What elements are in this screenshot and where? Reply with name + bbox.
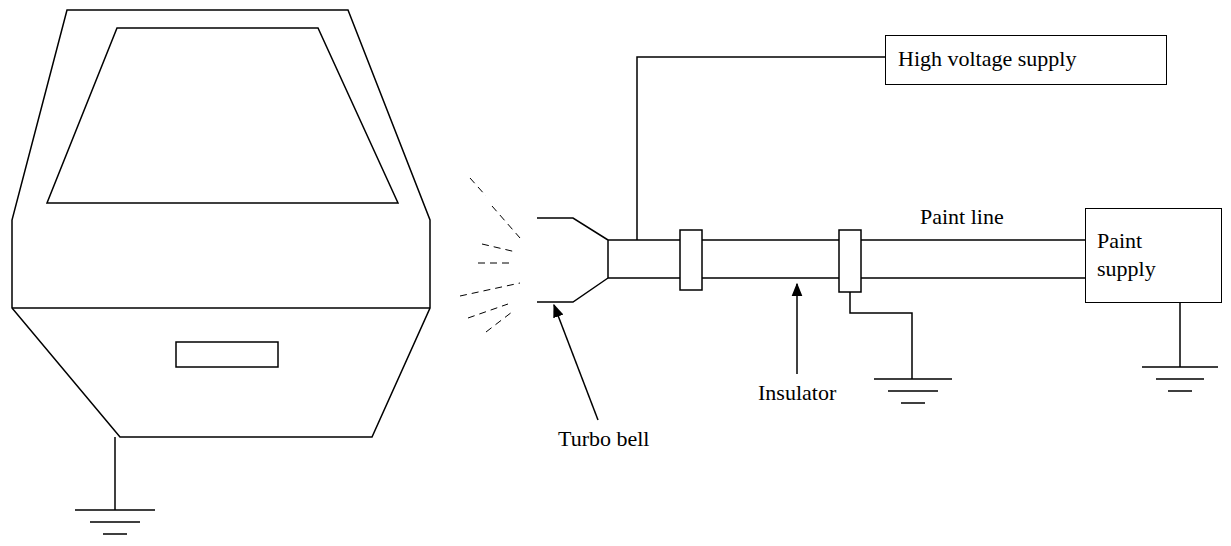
insulator [839, 230, 861, 292]
ground-symbol [874, 379, 952, 403]
ground-symbol [75, 510, 155, 534]
paint-spray [460, 178, 520, 332]
box-text: Paint supply [1097, 227, 1187, 282]
hv-wire [637, 57, 885, 240]
turbo-bell [537, 218, 608, 302]
ground-wire [1179, 302, 1181, 367]
part-label: Insulator [756, 380, 838, 406]
insulator [680, 230, 702, 290]
door-beltline [12, 307, 430, 309]
ground-wire [114, 437, 116, 510]
leader-arrow [554, 305, 598, 420]
car-door [12, 10, 430, 437]
door-window [47, 28, 398, 203]
part-label: Turbo bell [556, 426, 651, 452]
ground-wire [850, 292, 912, 379]
leader-arrow [796, 284, 798, 374]
power-supply-box: High voltage supply [885, 35, 1167, 85]
line-label: Paint line [918, 204, 1006, 230]
box-text: High voltage supply [898, 45, 1076, 73]
door-handle [176, 342, 278, 367]
ground-symbol [1142, 367, 1218, 391]
paint-supply-box: Paint supply [1085, 208, 1222, 303]
